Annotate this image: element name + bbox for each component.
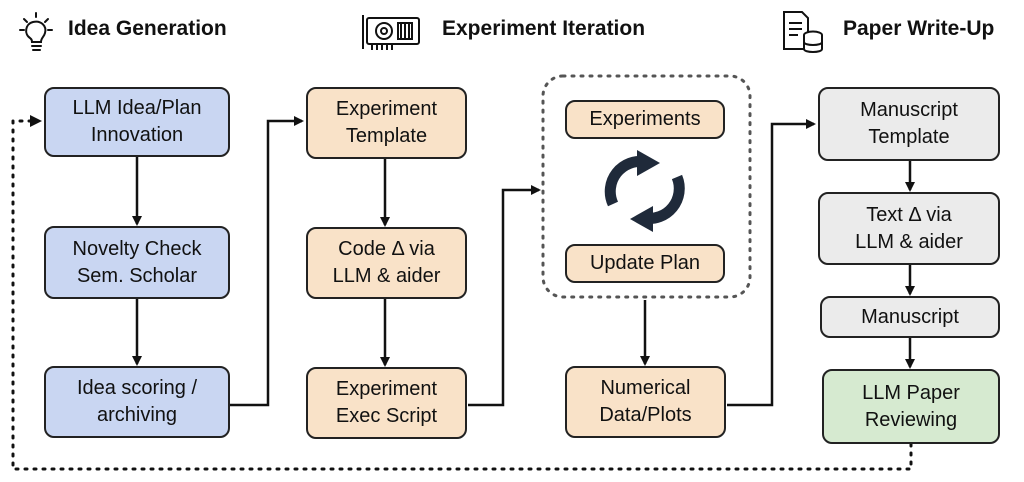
header-experiment-iteration: Experiment Iteration xyxy=(442,17,646,40)
arrow-scoring-to-template xyxy=(230,116,304,407)
code-delta-box: Code Δ via LLM & aider xyxy=(306,227,467,299)
header-idea-generation: Idea Generation xyxy=(68,17,227,40)
lightbulb-icon xyxy=(19,12,53,51)
experiment-loop-container xyxy=(541,74,752,299)
manuscript-box: Manuscript xyxy=(820,296,1000,338)
header-paper-write-up: Paper Write-Up xyxy=(843,17,995,40)
manuscript-template-box: Manuscript Template xyxy=(818,87,1000,161)
idea-scoring-box: Idea scoring / archiving xyxy=(44,366,230,438)
experiment-exec-script-box: Experiment Exec Script xyxy=(306,367,467,439)
llm-paper-reviewing-box: LLM Paper Reviewing xyxy=(822,369,1000,444)
gpu-card-icon xyxy=(362,15,420,50)
experiments-box: Experiments xyxy=(565,100,725,139)
cycle-arrowhead-top xyxy=(637,150,660,176)
document-database-icon xyxy=(783,11,823,53)
update-plan-box: Update Plan xyxy=(565,244,725,283)
novelty-check-box: Novelty Check Sem. Scholar xyxy=(44,226,230,299)
arrow-numerical-to-manuscript-template xyxy=(727,119,816,407)
numerical-data-plots-box: Numerical Data/Plots xyxy=(565,366,726,438)
arrow-exec-to-loop xyxy=(468,185,541,407)
experiment-template-box: Experiment Template xyxy=(306,87,467,159)
text-delta-box: Text Δ via LLM & aider xyxy=(818,192,1000,265)
feedback-loop-dotted-path xyxy=(11,119,913,471)
llm-idea-plan-innovation-box: LLM Idea/Plan Innovation xyxy=(44,87,230,157)
feedback-arrowhead xyxy=(30,115,42,127)
cycle-arrowhead-bottom xyxy=(630,206,653,232)
